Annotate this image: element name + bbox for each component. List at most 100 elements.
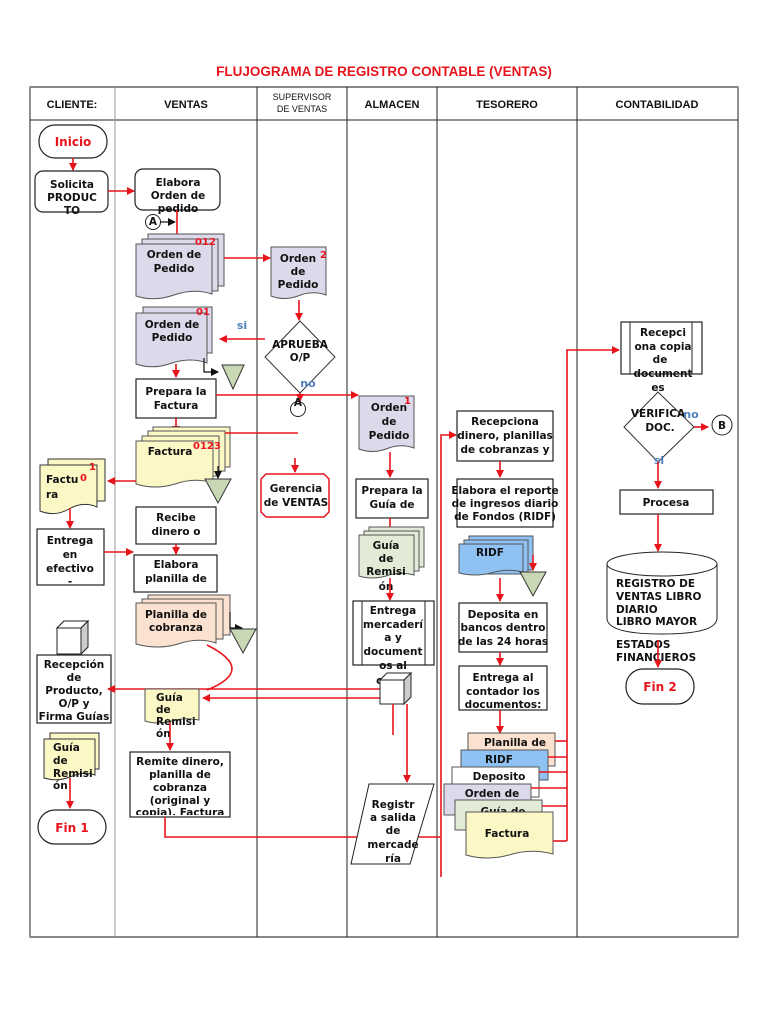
svg-text:A: A (294, 397, 303, 409)
svg-text:(original y: (original y (150, 795, 211, 807)
svg-text:Gerencia: Gerencia (270, 483, 322, 495)
svg-text:de ingresos diario: de ingresos diario (452, 498, 559, 510)
svg-text:Recibe: Recibe (156, 512, 196, 524)
svg-text:Fin 1: Fin 1 (55, 821, 88, 835)
lane-header-contabilidad: CONTABILIDAD (616, 99, 699, 111)
svg-text:ESTADOS: ESTADOS (616, 639, 670, 651)
svg-text:de: de (156, 704, 171, 716)
svg-text:Orden: Orden (280, 253, 316, 265)
swimlane-grid (29, 86, 739, 938)
svg-text:mercaderí: mercaderí (363, 619, 424, 631)
svg-text:de: de (67, 672, 82, 684)
factura-document-cliente: Factu ra 1 0 (39, 458, 106, 515)
svg-text:PRODUC: PRODUC (47, 192, 97, 204)
archive-triangle-icon (229, 628, 257, 655)
deposita-step: Deposita en bancos dentro de las 24 hora… (458, 602, 548, 653)
svg-text:DIARIO: DIARIO (616, 604, 658, 616)
svg-text:de Fondos (RIDF): de Fondos (RIDF) (454, 511, 556, 523)
svg-text:dinero, planillas: dinero, planillas (457, 430, 553, 442)
svg-text:Entrega: Entrega (370, 605, 417, 617)
svg-text:documentos:: documentos: (465, 699, 542, 711)
svg-text:Deposita en: Deposita en (468, 609, 539, 621)
svg-text:Elabora el reporte: Elabora el reporte (451, 485, 558, 497)
documentos-entregados-stack: Planilla de RIDF Deposito Orden de Guía … (443, 732, 556, 859)
inicio-terminator: Inicio (38, 124, 108, 159)
recepcion-producto-step: Recepción de Producto, O/P y Firma Guías (36, 654, 112, 724)
archive-triangle-icon (519, 571, 547, 598)
svg-text:Remite dinero,: Remite dinero, (136, 756, 224, 768)
svg-text:Fin 2: Fin 2 (643, 680, 676, 694)
lane-header-almacen: ALMACEN (365, 99, 420, 111)
entrega-contador-step: Entrega al contador los documentos: (458, 665, 548, 711)
svg-text:LIBRO MAYOR: LIBRO MAYOR (616, 616, 697, 628)
si-label-aprueba: si (237, 319, 247, 332)
svg-text:Prepara la: Prepara la (361, 485, 422, 497)
svg-text:ón: ón (53, 780, 68, 792)
svg-text:Pedido: Pedido (369, 430, 410, 442)
svg-text:012: 012 (195, 237, 216, 248)
archive-triangle-icon (204, 478, 232, 505)
registra-salida-step: Registr a salida de mercade ría (350, 783, 435, 865)
guia-remision-document-ventas: Guía de Remisi ón (144, 688, 200, 740)
svg-text:Pedido: Pedido (154, 263, 195, 275)
lane-header-supervisor-line2: DE VENTAS (277, 104, 327, 114)
svg-text:Recepci: Recepci (640, 327, 686, 339)
connector-a-supervisor: A (290, 397, 306, 417)
planilla-cobranza-document: Planilla de cobranza (135, 594, 231, 648)
elabora-orden-step: Elabora Orden de pedido (134, 168, 221, 215)
svg-text:planilla de: planilla de (149, 769, 211, 781)
svg-text:de: de (379, 553, 394, 565)
svg-text:Prepara la: Prepara la (145, 386, 206, 398)
svg-text:de: de (53, 755, 68, 767)
remite-dinero-step: Remite dinero, planilla de cobranza (ori… (129, 751, 231, 819)
registro-libros-database: REGISTRO DE VENTAS LIBRO DIARIO LIBRO MA… (606, 551, 718, 664)
svg-text:efectivo: efectivo (46, 563, 94, 575)
prepara-factura-step: Prepara la Factura (135, 378, 217, 419)
svg-text:Orden de: Orden de (147, 249, 202, 261)
guia-remision-document-cliente: Guía de Remisi ón (43, 732, 100, 792)
entrega-mercaderia-step: Entrega mercaderí a y document os al cl (352, 600, 435, 687)
svg-text:de las 24 horas: de las 24 horas (458, 636, 548, 648)
svg-text:cobranza: cobranza (149, 622, 203, 634)
svg-text:planilla de: planilla de (145, 573, 207, 585)
svg-text:ona copia: ona copia (634, 341, 691, 353)
elabora-planilla-step: Elabora planilla de (133, 554, 218, 593)
svg-text:pedido: pedido (158, 203, 198, 215)
si-label-verifica: si (654, 454, 664, 467)
svg-text:Orden de: Orden de (465, 788, 520, 800)
svg-text:A: A (149, 216, 158, 228)
svg-text:Entrega: Entrega (47, 535, 94, 547)
svg-text:Guía de: Guía de (369, 499, 414, 511)
svg-text:Orden de: Orden de (151, 190, 206, 202)
svg-text:dinero o: dinero o (152, 526, 201, 538)
svg-text:Inicio: Inicio (55, 135, 92, 149)
svg-text:Guía: Guía (156, 692, 183, 704)
svg-text:O/P y: O/P y (59, 698, 90, 710)
connector-b: B (711, 414, 733, 436)
recepciona-dinero-step: Recepciona dinero, planillas de cobranza… (456, 410, 554, 462)
svg-text:Registr: Registr (372, 799, 416, 811)
page-title: FLUJOGRAMA DE REGISTRO CONTABLE (VENTAS) (216, 64, 552, 79)
svg-text:Factura: Factura (485, 828, 530, 840)
svg-text:Orden: Orden (371, 402, 407, 414)
aprueba-op-decision: APRUEBA O/P (264, 320, 336, 394)
lane-header-tesorero: TESORERO (476, 99, 538, 111)
ridf-document: RIDF (458, 535, 534, 576)
prepara-guia-step: Prepara la Guía de (355, 478, 429, 519)
svg-text:copia), Factura: copia), Factura (136, 807, 225, 819)
svg-text:0: 0 (80, 473, 87, 484)
lane-header-ventas: VENTAS (164, 99, 208, 111)
svg-text:Guía: Guía (53, 742, 80, 754)
svg-text:Orden de: Orden de (145, 319, 200, 331)
svg-text:VERIFICA: VERIFICA (631, 408, 686, 420)
svg-text:RIDF: RIDF (485, 754, 513, 766)
svg-text:Deposito: Deposito (473, 771, 526, 783)
svg-text:a y: a y (384, 632, 402, 644)
svg-text:Elabora: Elabora (154, 559, 199, 571)
svg-text:Producto,: Producto, (45, 685, 103, 697)
svg-text:a salida: a salida (370, 812, 416, 824)
svg-text:FINANCIEROS: FINANCIEROS (616, 652, 696, 664)
svg-text:VENTAS LIBRO: VENTAS LIBRO (616, 591, 701, 603)
no-label-verifica: no (683, 408, 699, 421)
